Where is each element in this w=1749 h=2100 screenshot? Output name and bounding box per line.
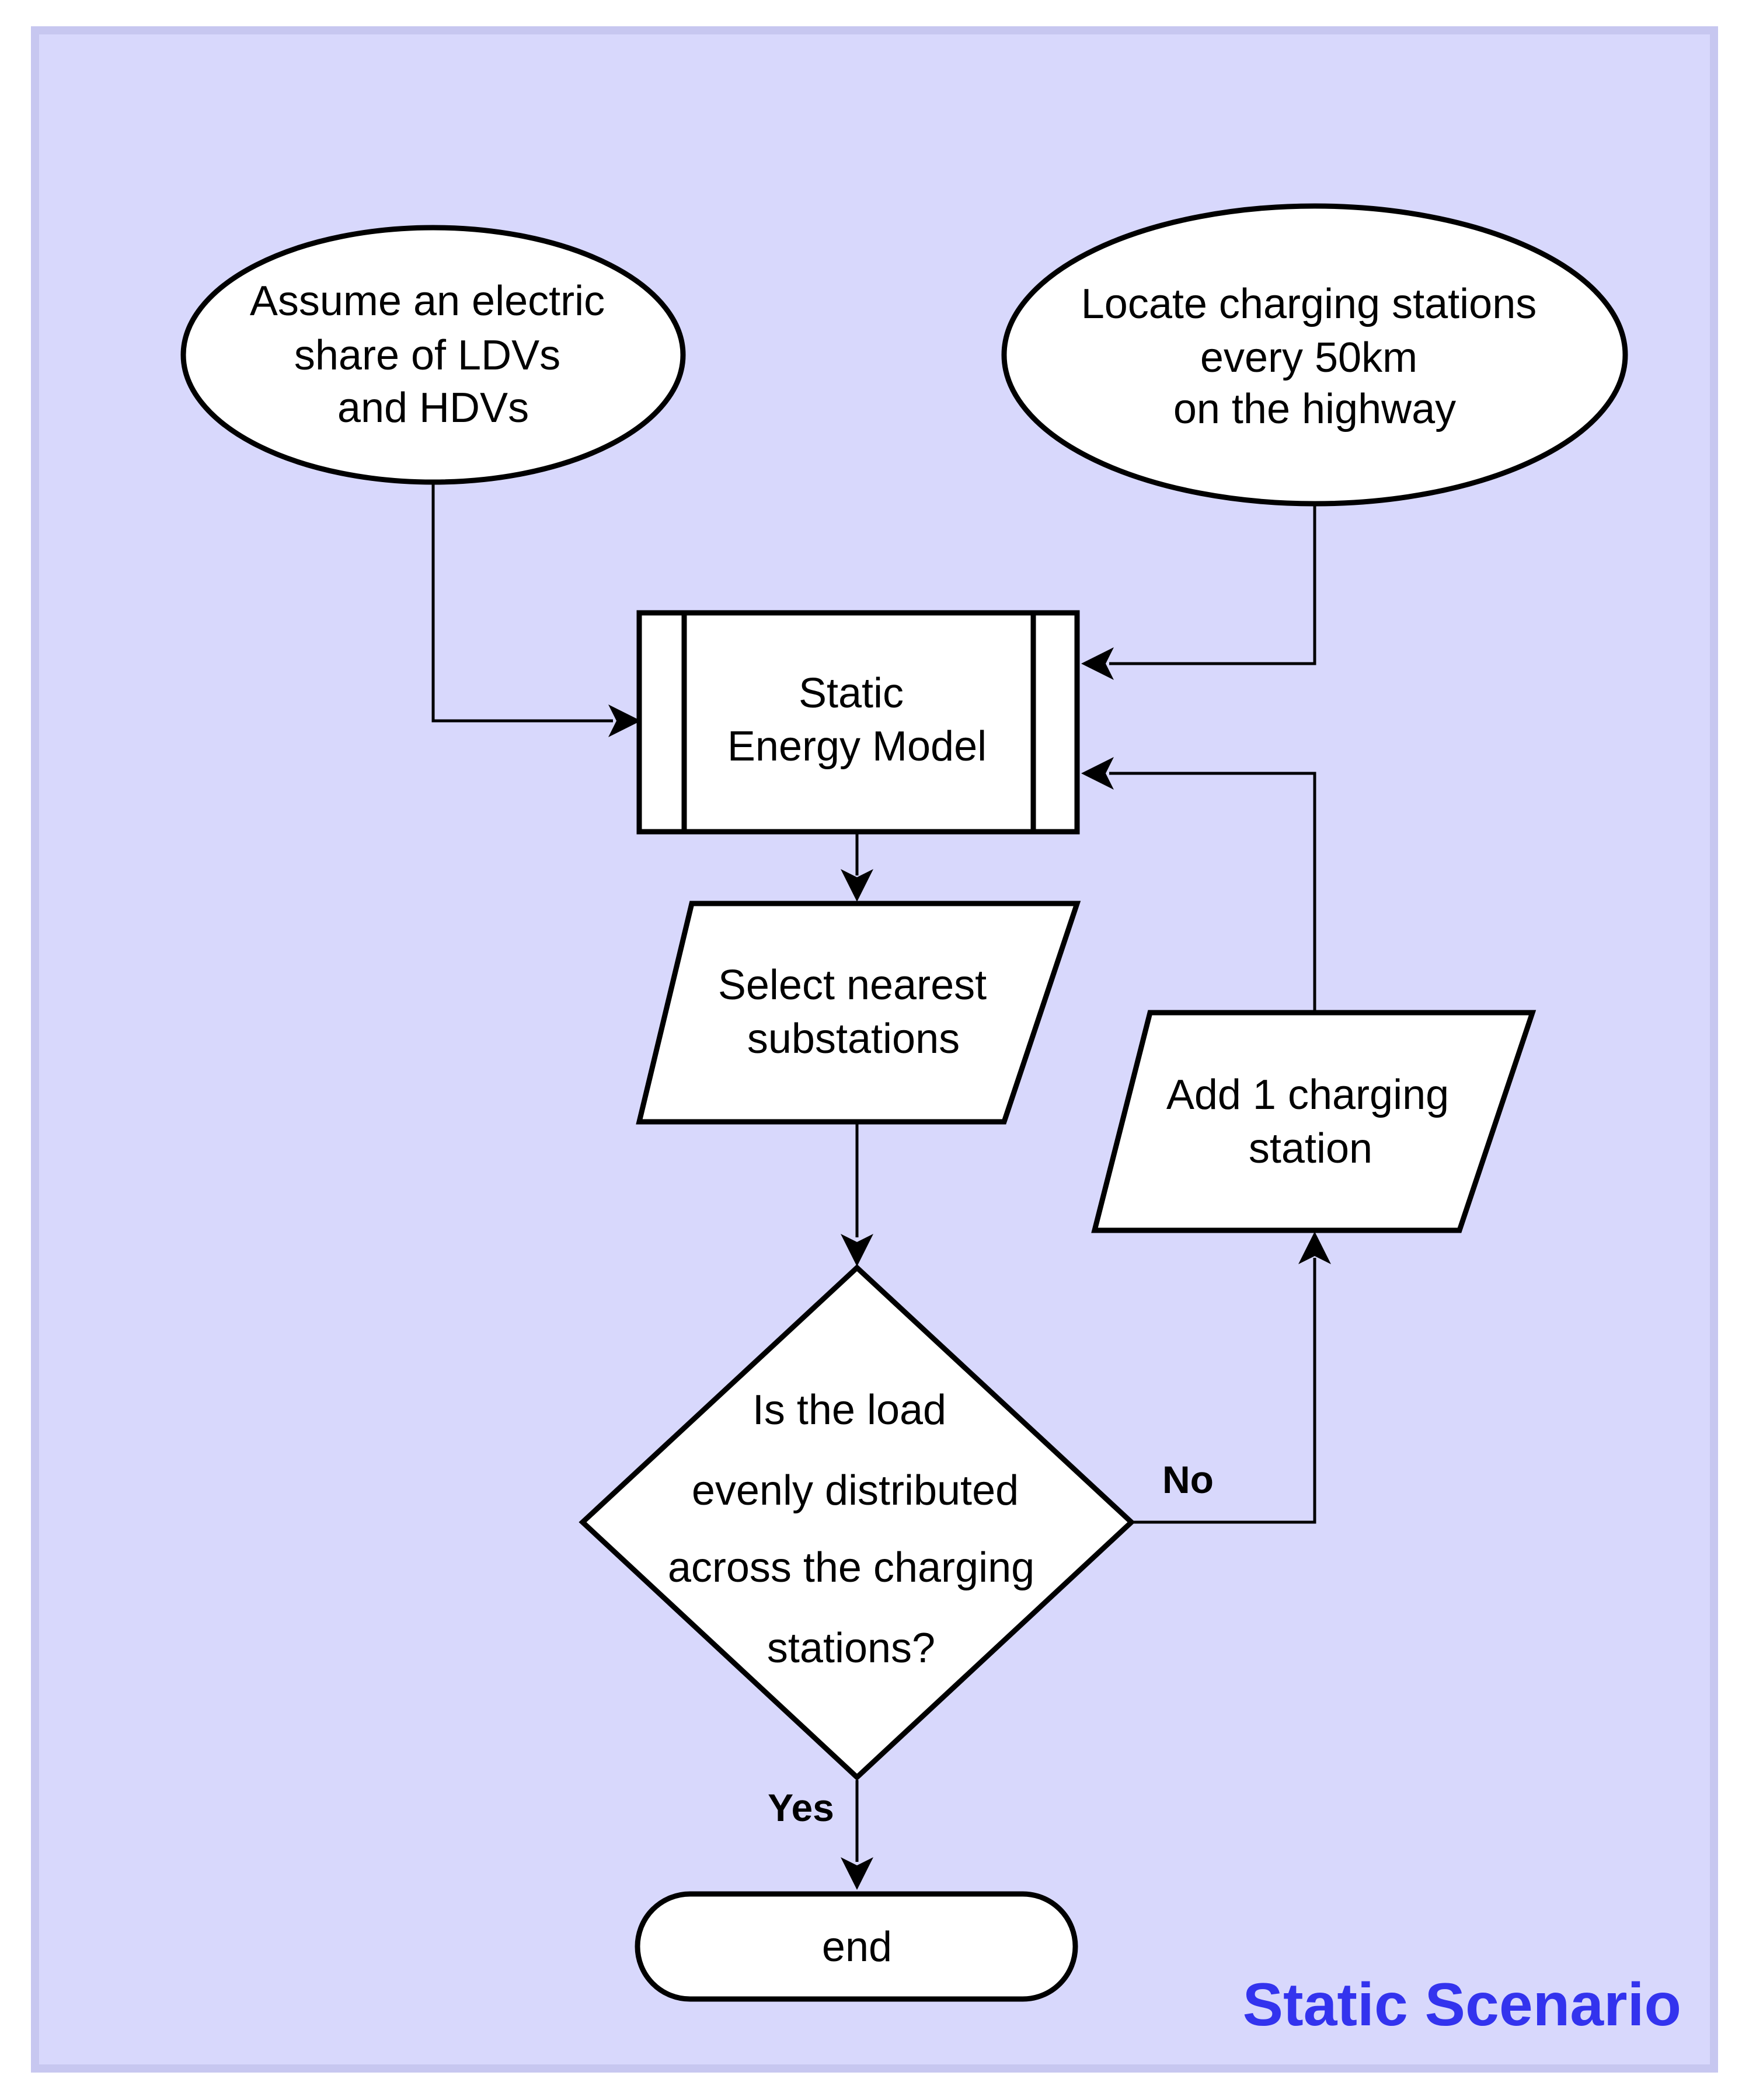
select-substations-line-2: substations: [747, 1016, 960, 1062]
svg-text:Is the load evenly distr: Is the load evenly distributed across th…: [668, 1387, 1046, 1672]
arrowhead-add-to-model: [1081, 757, 1114, 790]
decision-line-3: across the charging: [668, 1544, 1034, 1591]
edge-locate-to-model: [1109, 503, 1316, 665]
select-substations-line-1: Select nearest: [718, 962, 987, 1009]
node-select-nearest-substations: Select nearest substations: [636, 901, 1081, 1125]
edge-label-yes: Yes: [768, 1786, 834, 1829]
arrowhead-decision-to-add: [1298, 1232, 1331, 1264]
svg-text:Locate charging stations: Locate charging stations every 50km on t…: [1081, 281, 1549, 432]
decision-line-4: stations?: [767, 1625, 935, 1672]
edge-add-to-model: [1109, 772, 1316, 1013]
assume-share-line-1: Assume an electric: [250, 278, 605, 325]
node-add-charging-station: Add 1 charging station: [1091, 1010, 1537, 1233]
edge-label-no: No: [1162, 1458, 1214, 1501]
assume-share-line-3: and HDVs: [337, 385, 529, 431]
decision-line-1: Is the load: [752, 1387, 946, 1433]
scenario-title: Static Scenario: [1243, 1971, 1681, 2039]
svg-text:Static Energy Model: Static Energy Model: [727, 670, 987, 770]
svg-text:Select nearest substatio: Select nearest substations: [718, 962, 998, 1062]
node-static-energy-model: Static Energy Model: [636, 610, 1080, 835]
node-load-distribution-decision: Is the load evenly distributed across th…: [579, 1264, 1135, 1781]
edge-decision-to-add: [1131, 1258, 1316, 1524]
assume-share-line-2: share of LDVs: [294, 332, 560, 379]
svg-text:Assume an electric share: Assume an electric share of LDVs and HDV…: [250, 278, 616, 431]
end-label: end: [822, 1924, 892, 1970]
energy-model-line-2: Energy Model: [727, 723, 987, 770]
arrowhead-model-to-select: [841, 869, 873, 902]
energy-model-line-1: Static: [799, 670, 904, 717]
locate-stations-line-1: Locate charging stations: [1081, 281, 1537, 327]
edge-assume-to-model: [431, 482, 613, 723]
add-station-line-1: Add 1 charging: [1166, 1072, 1449, 1118]
node-end: end: [635, 1891, 1078, 2002]
add-station-line-2: station: [1249, 1125, 1372, 1172]
decision-line-2: evenly distributed: [692, 1467, 1019, 1514]
arrowhead-locate-to-model: [1081, 647, 1114, 680]
svg-text:Add 1 charging station: Add 1 charging station: [1166, 1072, 1461, 1172]
locate-stations-line-2: every 50km: [1200, 334, 1417, 381]
locate-stations-line-3: on the highway: [1173, 386, 1456, 432]
node-locate-charging-stations: Locate charging stations every 50km on t…: [1001, 203, 1628, 507]
node-assume-electric-share: Assume an electric share of LDVs and HDV…: [180, 225, 686, 485]
arrowhead-select-to-decision: [841, 1234, 873, 1267]
arrowhead-assume-to-model: [608, 704, 641, 737]
arrowhead-decision-to-end: [841, 1857, 873, 1890]
